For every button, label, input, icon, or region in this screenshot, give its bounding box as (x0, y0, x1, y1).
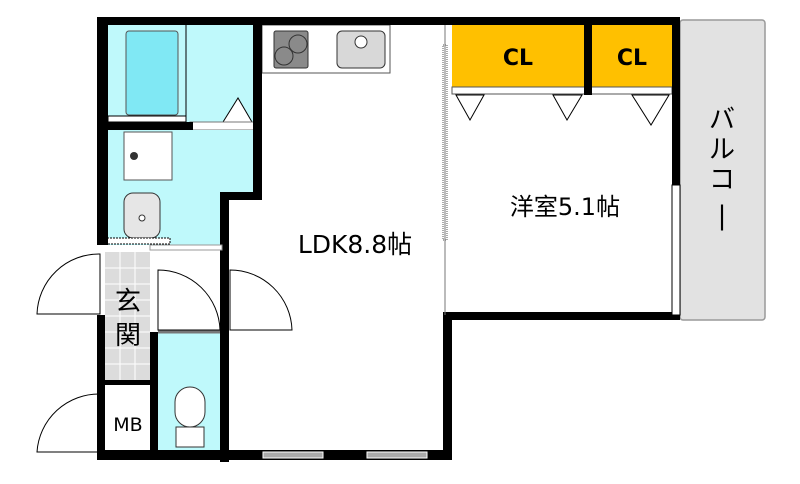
closet-door-icon (455, 94, 485, 122)
closet-2-label: CL (617, 46, 647, 71)
toilet-icon (174, 386, 206, 428)
window (262, 451, 324, 459)
svg-text:関: 関 (115, 321, 141, 351)
closet-door-icon (552, 94, 583, 121)
meter-box-label: MB (113, 414, 142, 436)
entrance-label: 玄 関 (115, 287, 141, 351)
svg-text:コ: コ (709, 165, 735, 195)
kitchen-sink-icon (336, 30, 386, 69)
bathtub (125, 30, 179, 116)
svg-text:|: | (718, 201, 727, 231)
closet-1 (452, 25, 584, 87)
ldk-label: LDK8.8帖 (298, 230, 412, 259)
window (366, 451, 428, 459)
svg-text:玄: 玄 (115, 287, 141, 317)
entrance (105, 252, 150, 382)
closet-2 (592, 25, 672, 87)
balcony-label: バ ル コ | (709, 105, 735, 231)
bedroom-label: 洋室5.1帖 (510, 193, 620, 221)
svg-text:ル: ル (709, 135, 735, 165)
door-swing-icon (36, 253, 293, 453)
closet-1-label: CL (503, 46, 533, 71)
svg-text:バ: バ (709, 105, 735, 135)
window (671, 184, 681, 316)
closet-door-icon (631, 94, 670, 126)
